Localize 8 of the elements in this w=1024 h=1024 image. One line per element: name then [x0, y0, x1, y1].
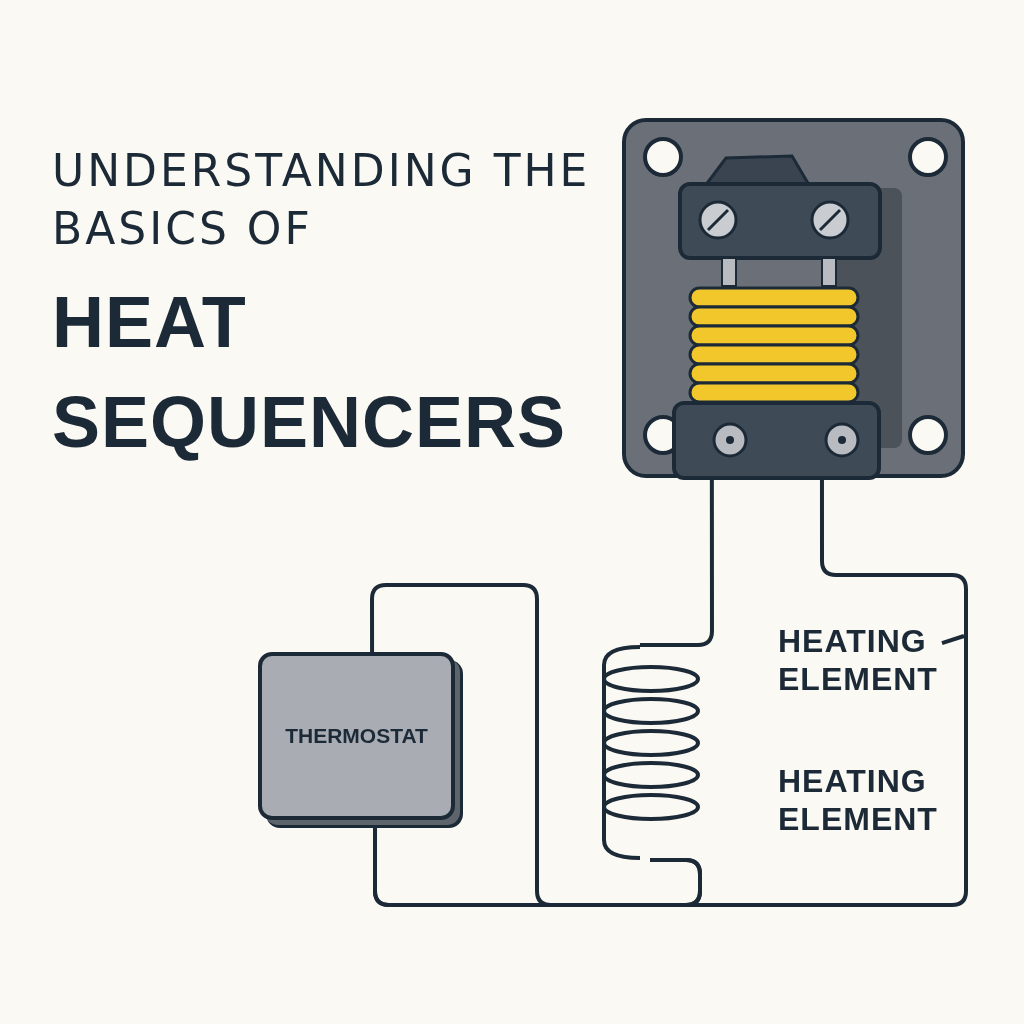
thermostat-label: THERMOSTAT	[285, 724, 428, 748]
wire	[373, 480, 968, 907]
wire	[370, 583, 702, 907]
title: UNDERSTANDING THE BASICS OF HEAT SEQUENCERS	[52, 144, 592, 464]
leader-line	[941, 634, 965, 645]
element-label: HEATING ELEMENT	[778, 762, 939, 838]
element-label: HEATING ELEMENT	[778, 622, 968, 700]
wire	[639, 480, 714, 647]
